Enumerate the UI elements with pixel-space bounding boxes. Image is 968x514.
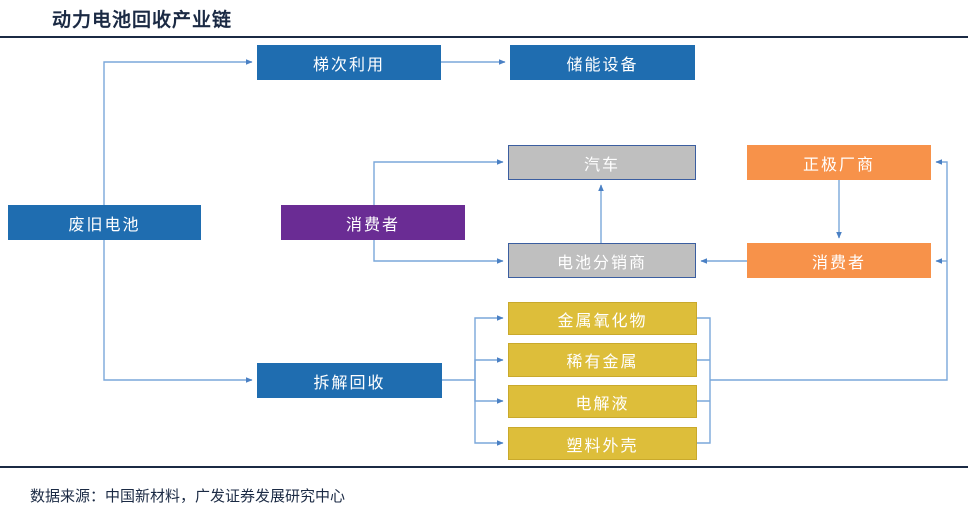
node-storage-device[interactable]: 储能设备 (510, 45, 695, 80)
node-label: 稀有金属 (566, 354, 639, 371)
node-label: 消费者 (811, 254, 866, 272)
node-label: 正极厂商 (802, 156, 875, 174)
node-battery-dealer[interactable]: 电池分销商 (508, 243, 696, 278)
node-label: 汽车 (583, 156, 620, 174)
node-label: 消费者 (345, 216, 400, 234)
node-label: 废旧电池 (68, 216, 141, 234)
source-note: 数据来源：中国新材料，广发证券发展研究中心 (30, 488, 346, 505)
node-rare-metal[interactable]: 稀有金属 (508, 343, 697, 377)
node-electrolyte[interactable]: 电解液 (508, 385, 697, 418)
edge-consumer-to-auto (373, 159, 504, 205)
node-label: 梯次利用 (312, 56, 385, 74)
edge-dismantle-to-plastic (474, 380, 504, 446)
edge-waste-to-cascade (103, 59, 253, 205)
header-divider (0, 36, 968, 38)
node-dismantle-recycle[interactable]: 拆解回收 (257, 363, 442, 398)
node-cathode-maker[interactable]: 正极厂商 (747, 145, 931, 180)
node-label: 电池分销商 (556, 254, 647, 272)
edge-dismantle-to-rare-metal (474, 357, 504, 380)
edge-consumer-to-dealer (373, 240, 504, 264)
node-label: 塑料外壳 (566, 437, 639, 455)
node-label: 储能设备 (566, 56, 639, 74)
node-label: 金属氧化物 (557, 312, 648, 330)
node-cascade-use[interactable]: 梯次利用 (257, 45, 441, 80)
footer-divider (0, 466, 968, 468)
node-automobile[interactable]: 汽车 (508, 145, 696, 180)
node-label: 电解液 (575, 395, 630, 413)
node-label: 拆解回收 (313, 374, 386, 392)
edge-dismantle-to-electrolyte (474, 380, 504, 404)
edge-waste-to-dismantle (103, 240, 253, 383)
materials-collector-bus (697, 317, 711, 444)
page-title: 动力电池回收产业链 (52, 10, 233, 31)
node-consumer-right[interactable]: 消费者 (747, 243, 931, 278)
edge-dismantle-to-metal-oxide (442, 315, 504, 381)
node-metal-oxide[interactable]: 金属氧化物 (508, 302, 697, 335)
node-waste-battery[interactable]: 废旧电池 (8, 205, 201, 240)
node-consumer-left[interactable]: 消费者 (281, 205, 465, 240)
node-plastic-shell[interactable]: 塑料外壳 (508, 427, 697, 460)
